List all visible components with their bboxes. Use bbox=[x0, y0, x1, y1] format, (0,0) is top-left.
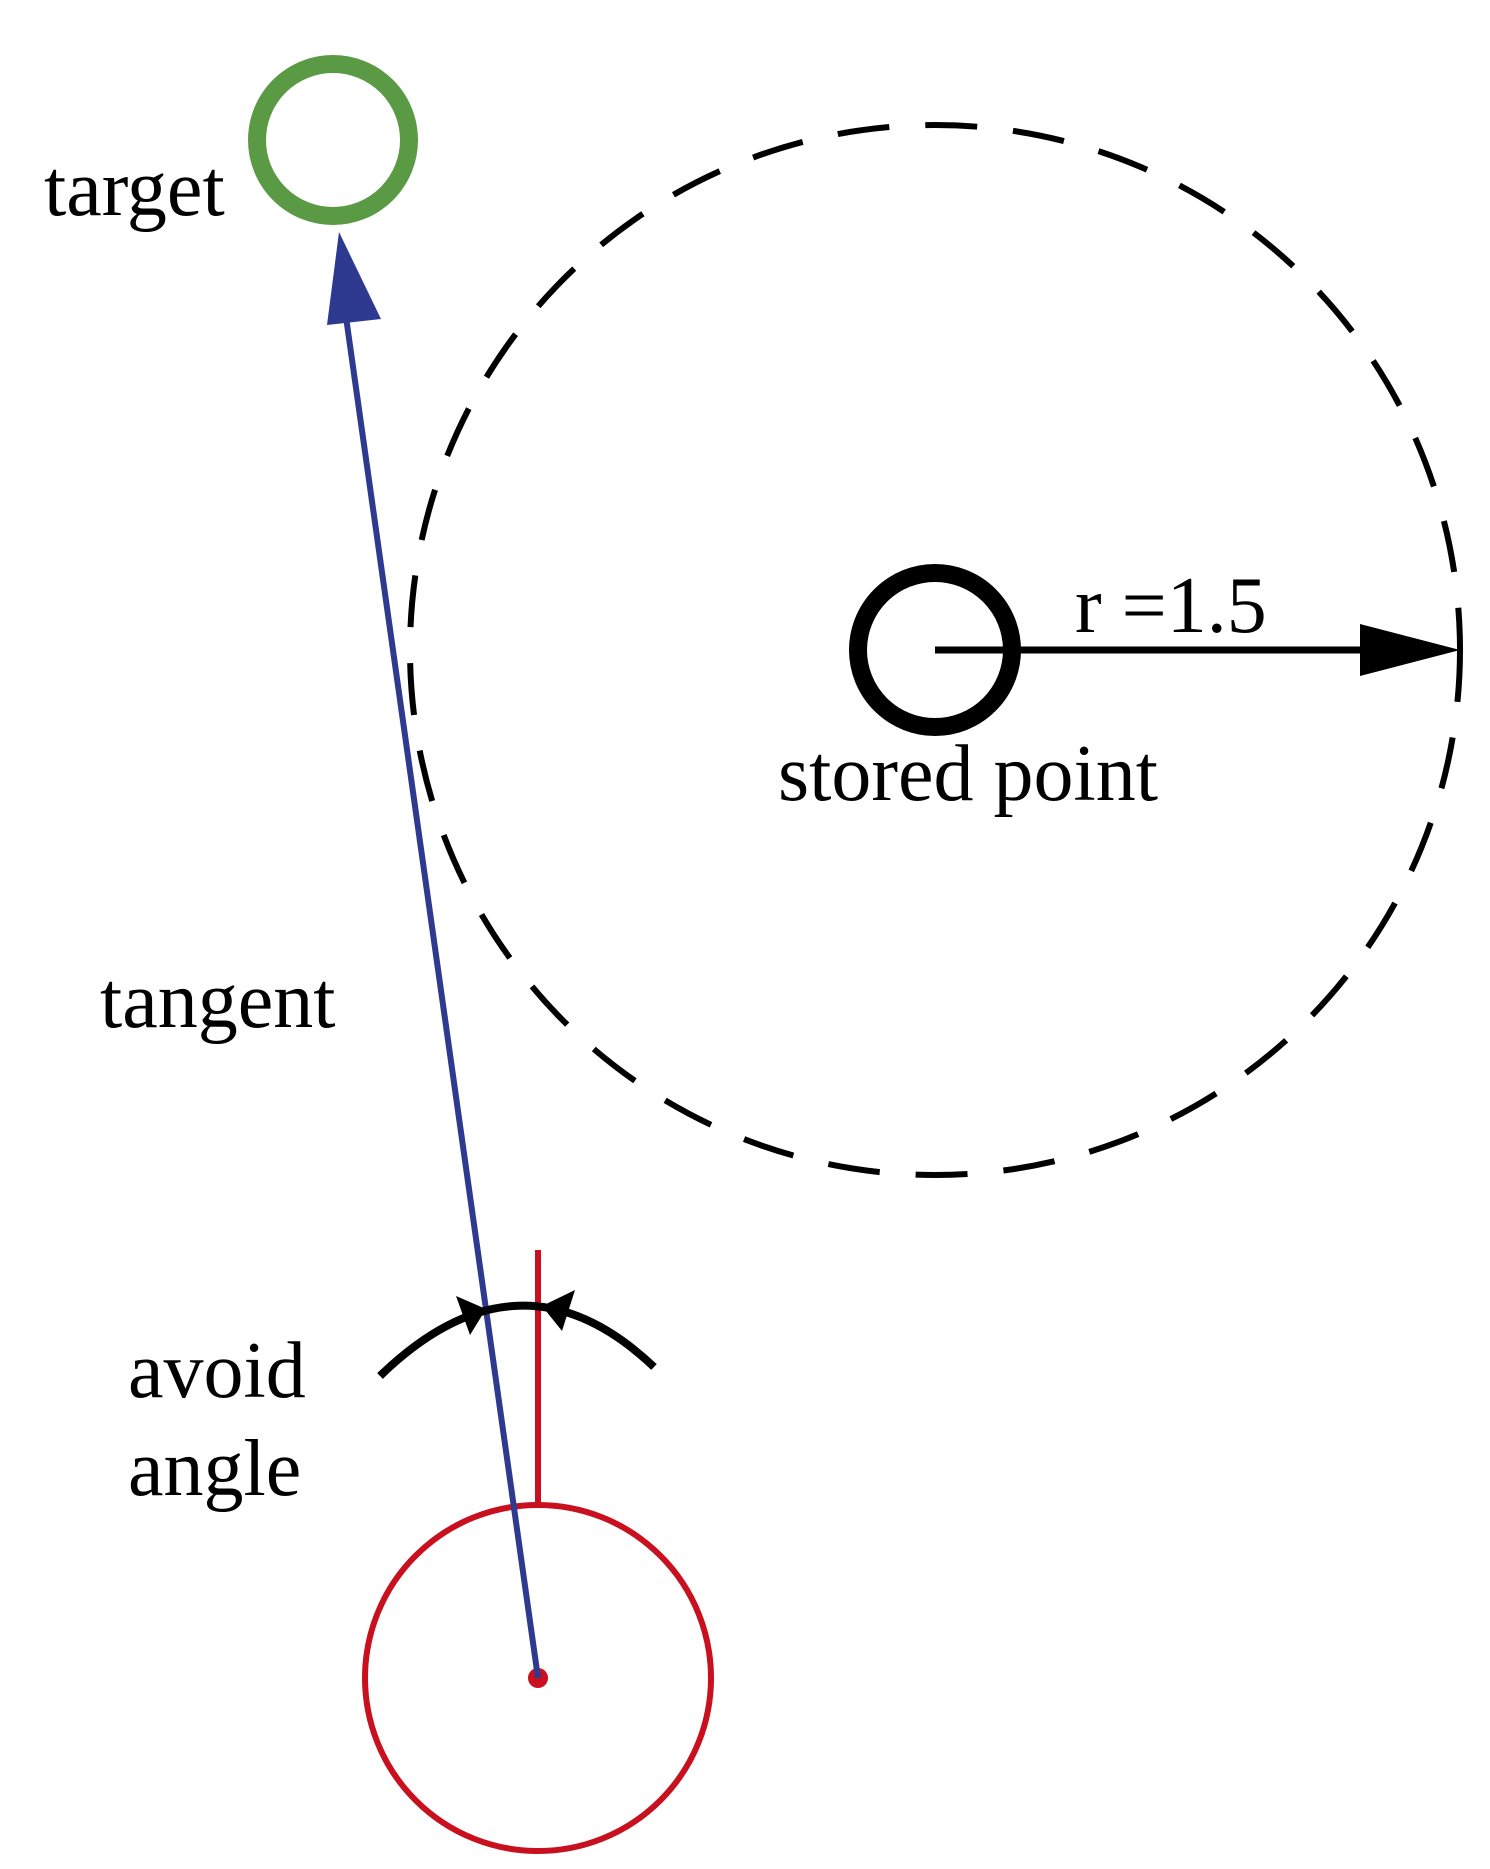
target-marker bbox=[248, 55, 418, 225]
avoid-angle-arrowhead-right bbox=[542, 1290, 575, 1331]
avoid-angle-label-line1: avoid bbox=[128, 1327, 306, 1415]
radius-arrowhead bbox=[1360, 624, 1460, 676]
tangent-line bbox=[342, 309, 541, 1679]
tangent-label: tangent bbox=[100, 957, 335, 1045]
avoid-angle-label-line2: angle bbox=[128, 1425, 301, 1513]
target-label: target bbox=[44, 145, 225, 233]
tangent-arrowhead bbox=[327, 232, 381, 325]
radius-label: r =1.5 bbox=[1075, 562, 1267, 650]
avoid-angle-arc bbox=[377, 1301, 657, 1379]
stored-point-label: stored point bbox=[778, 730, 1158, 818]
avoid-angle-arrowhead-left bbox=[456, 1296, 486, 1335]
